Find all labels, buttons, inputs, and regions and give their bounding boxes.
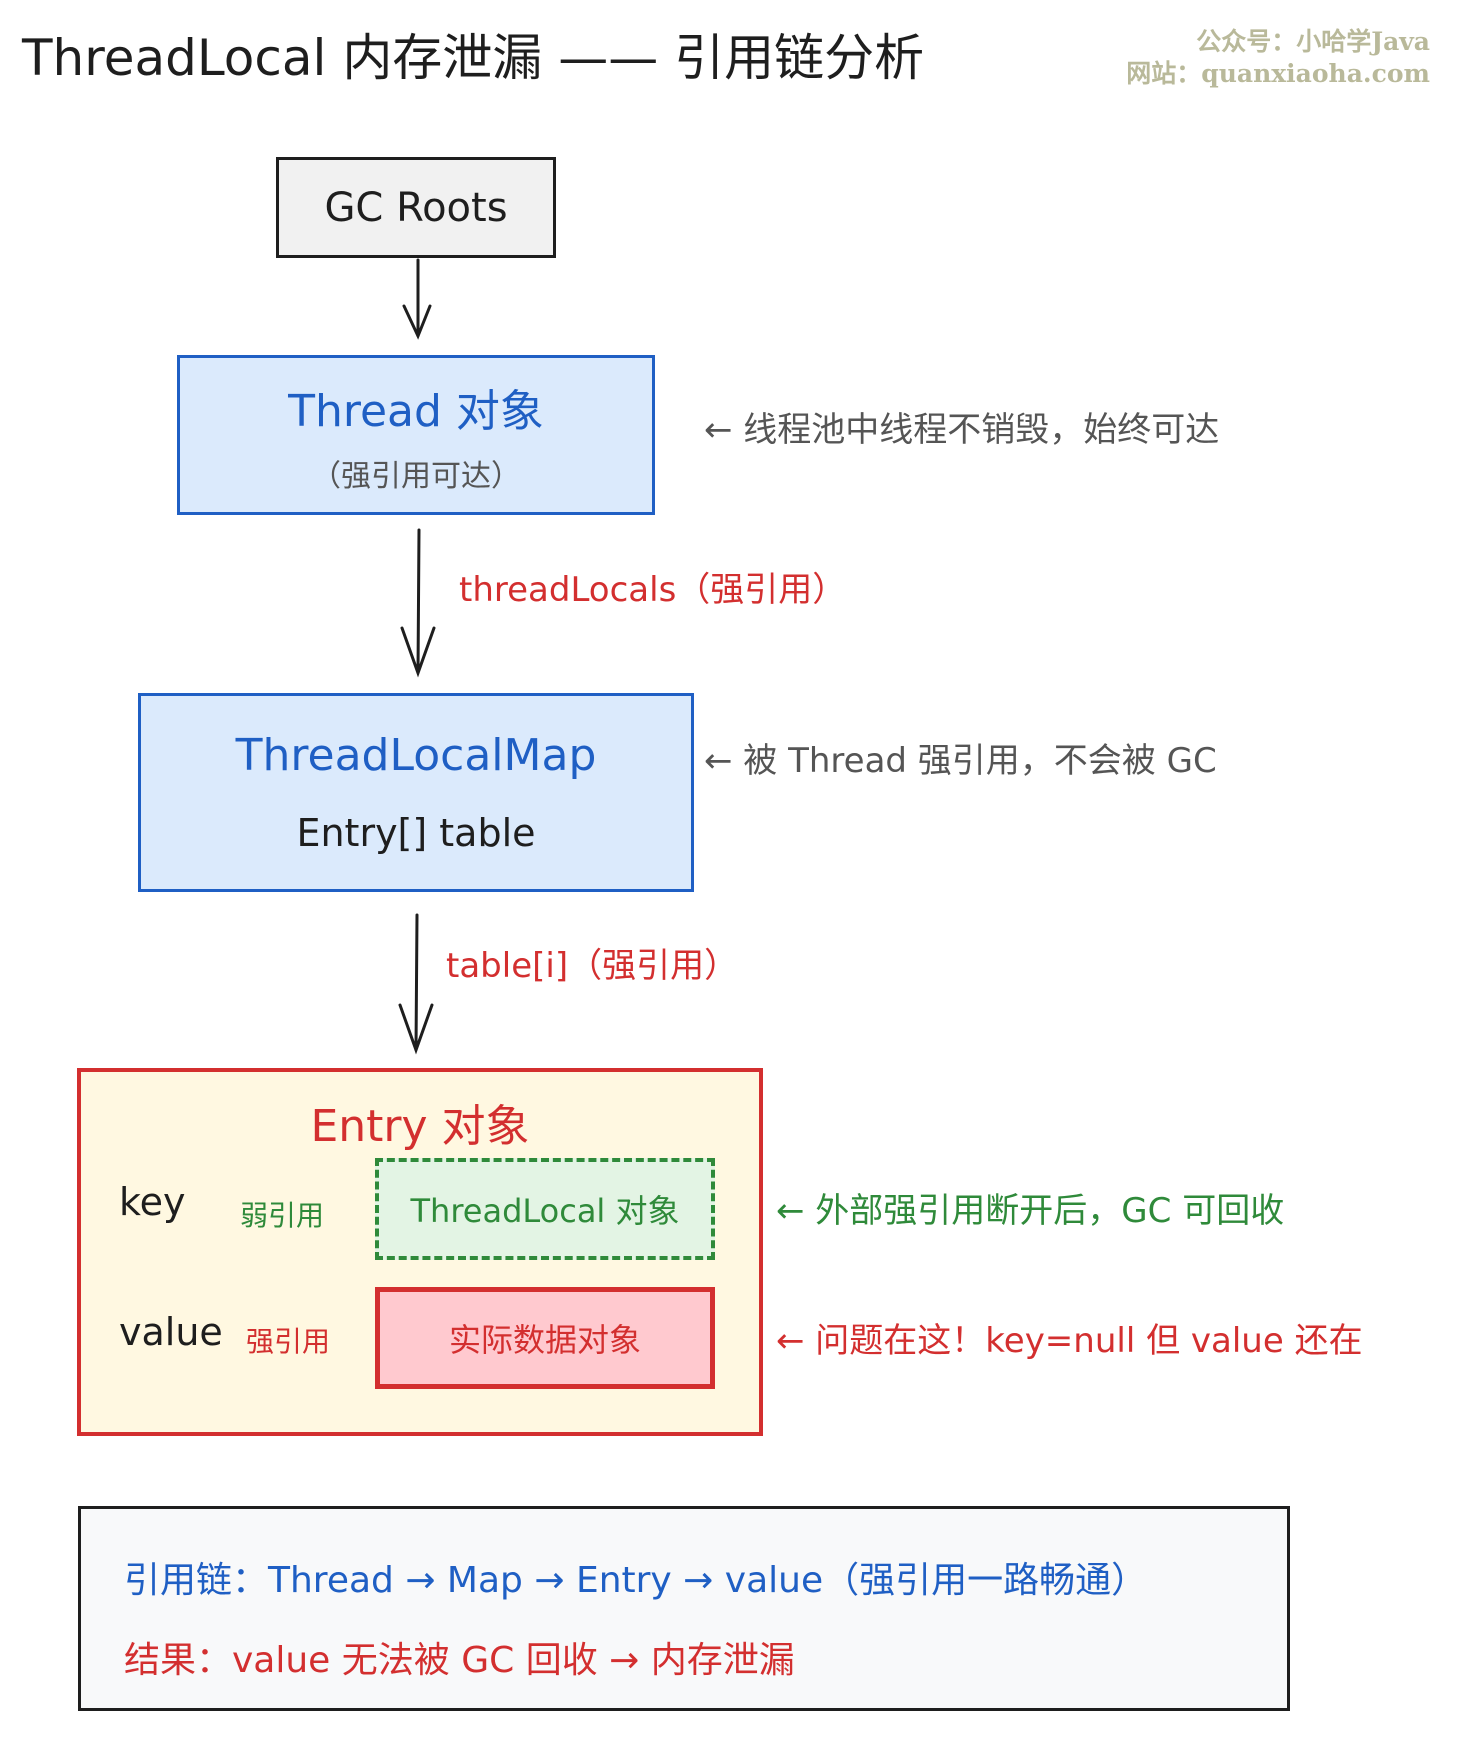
- arrow-map-to-entry: [398, 913, 434, 1055]
- edge-label-threadlocals: threadLocals（强引用）: [459, 570, 847, 610]
- gc-roots-label: GC Roots: [324, 184, 508, 231]
- summary-box: 引用链：Thread → Map → Entry → value（强引用一路畅通…: [78, 1506, 1290, 1711]
- value-object-node: 实际数据对象: [375, 1287, 715, 1389]
- entry-title: Entry 对象: [310, 1101, 530, 1152]
- gc-roots-node: GC Roots: [276, 157, 556, 258]
- threadlocalmap-node: ThreadLocalMap Entry[] table: [138, 693, 694, 892]
- watermark-line-1: 公众号：小哈学Java: [1196, 27, 1430, 56]
- map-subtitle: Entry[] table: [296, 811, 536, 855]
- edge-label-table: table[i]（强引用）: [446, 946, 739, 986]
- map-note: ← 被 Thread 强引用，不会被 GC: [704, 741, 1217, 781]
- threadlocal-object-label: ThreadLocal 对象: [410, 1192, 680, 1230]
- key-label: key: [119, 1180, 186, 1224]
- thread-note: ← 线程池中线程不销毁，始终可达: [704, 410, 1220, 450]
- summary-result: 结果：value 无法被 GC 回收 → 内存泄漏: [124, 1640, 795, 1681]
- map-title: ThreadLocalMap: [235, 730, 597, 781]
- value-strong-ref-label: 强引用: [246, 1325, 331, 1358]
- value-object-label: 实际数据对象: [448, 1321, 641, 1359]
- arrow-thread-to-map: [400, 528, 436, 678]
- key-note: ← 外部强引用断开后，GC 可回收: [776, 1191, 1285, 1231]
- value-note: ← 问题在这！key=null 但 value 还在: [776, 1321, 1363, 1361]
- threadlocal-object-node: ThreadLocal 对象: [375, 1158, 715, 1260]
- diagram-title: ThreadLocal 内存泄漏 —— 引用链分析: [22, 29, 925, 87]
- key-weak-ref-label: 弱引用: [240, 1199, 325, 1232]
- arrow-gc-to-thread: [402, 258, 432, 340]
- value-label: value: [119, 1310, 223, 1354]
- thread-title: Thread 对象: [288, 386, 544, 437]
- thread-node: Thread 对象 （强引用可达）: [177, 355, 655, 515]
- thread-subtitle: （强引用可达）: [311, 459, 521, 494]
- watermark-line-2: 网站：quanxiaoha.com: [1126, 59, 1430, 88]
- summary-chain: 引用链：Thread → Map → Entry → value（强引用一路畅通…: [124, 1560, 1148, 1601]
